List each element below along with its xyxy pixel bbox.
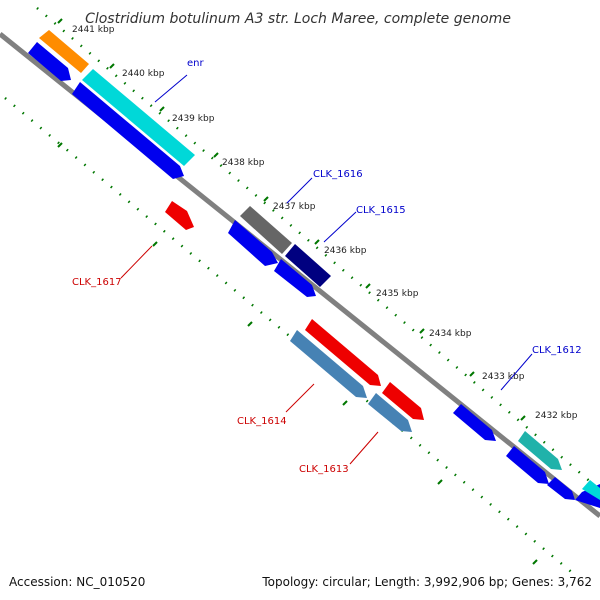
- tick-mark: [263, 196, 269, 202]
- major-ticks: [57, 18, 538, 565]
- tick-mark: [247, 321, 253, 327]
- gene-label-leaders: [120, 74, 533, 465]
- cds-blue-arrow[interactable]: [506, 446, 549, 484]
- cds-clk-1614-arrow[interactable]: [305, 319, 381, 386]
- tick-mark: [520, 415, 526, 421]
- tick-mark: [213, 152, 219, 158]
- cds-clk-1616-arrow[interactable]: [240, 206, 292, 254]
- tick-label-2434: 2434 kbp: [429, 329, 472, 339]
- leader-line: [154, 74, 188, 103]
- cds-clk-1615-arrow[interactable]: [285, 244, 331, 287]
- tick-mark: [342, 400, 348, 406]
- leader-line: [286, 177, 313, 204]
- cds-blue-arrow[interactable]: [547, 477, 575, 500]
- accession-text: Accession: NC_010520: [9, 575, 145, 589]
- cds-steel-arrow[interactable]: [290, 330, 367, 398]
- tick-label-2433: 2433 kbp: [482, 372, 525, 382]
- map-title: Clostridium botulinum A3 str. Loch Maree…: [85, 11, 511, 27]
- leader-line: [120, 245, 153, 279]
- gene-label-enr[interactable]: enr: [187, 58, 204, 69]
- cds-blue-arrow[interactable]: [274, 259, 316, 297]
- cds-cyan-arrow[interactable]: [582, 480, 600, 500]
- cds-red-arrow[interactable]: [382, 382, 424, 420]
- gene-label-clk-1612[interactable]: CLK_1612: [532, 345, 582, 356]
- gene-label-clk-1614[interactable]: CLK_1614: [237, 416, 287, 427]
- gene-labels: enr CLK_1616 CLK_1615 CLK_1612 CLK_1617 …: [72, 58, 582, 475]
- tick-dots-outer: [36, 7, 600, 491]
- tick-label-2435: 2435 kbp: [376, 289, 419, 299]
- leader-line: [285, 383, 315, 413]
- leader-line: [323, 211, 357, 243]
- cds-enr-arrow[interactable]: [82, 69, 195, 166]
- tick-label-2436: 2436 kbp: [324, 246, 367, 256]
- gene-label-clk-1615[interactable]: CLK_1615: [356, 205, 406, 216]
- cds-clk-1613-arrow[interactable]: [368, 393, 412, 432]
- cds-blue-arrow[interactable]: [72, 82, 184, 179]
- tick-mark: [57, 142, 63, 148]
- tick-label-2439: 2439 kbp: [172, 114, 215, 124]
- tick-mark: [365, 283, 371, 289]
- tick-label-2432: 2432 kbp: [535, 411, 578, 421]
- genome-summary-text: Topology: circular; Length: 3,992,906 bp…: [261, 575, 592, 589]
- tick-mark: [419, 328, 425, 334]
- gene-label-clk-1617[interactable]: CLK_1617: [72, 277, 122, 288]
- gene-label-clk-1613[interactable]: CLK_1613: [299, 464, 349, 475]
- tick-mark: [314, 239, 320, 245]
- tick-label-2438: 2438 kbp: [222, 158, 265, 168]
- gene-label-clk-1616[interactable]: CLK_1616: [313, 169, 363, 180]
- cds-clk-1617-arrow[interactable]: [165, 201, 194, 230]
- tick-mark: [152, 241, 158, 247]
- tick-label-2441: 2441 kbp: [72, 25, 115, 35]
- tick-dots-inner: [4, 97, 576, 576]
- cds-orange-arrow[interactable]: [39, 30, 89, 73]
- tick-label-2437: 2437 kbp: [273, 202, 316, 212]
- cds-clk-1612-arrow[interactable]: [518, 431, 562, 470]
- feature-track: [28, 30, 600, 508]
- tick-mark: [109, 63, 115, 69]
- tick-mark: [57, 18, 63, 24]
- tick-mark: [532, 559, 538, 565]
- tick-labels: 2441 kbp 2440 kbp 2439 kbp 2438 kbp 2437…: [72, 25, 578, 421]
- leader-line: [349, 431, 379, 465]
- cds-blue-arrow[interactable]: [453, 404, 496, 441]
- cds-blue-arrow[interactable]: [228, 220, 278, 266]
- leader-line: [500, 353, 533, 391]
- cds-blue-arrow[interactable]: [28, 42, 71, 81]
- tick-mark: [469, 371, 475, 377]
- tick-mark: [159, 106, 165, 112]
- tick-label-2440: 2440 kbp: [122, 69, 165, 79]
- tick-mark: [437, 479, 443, 485]
